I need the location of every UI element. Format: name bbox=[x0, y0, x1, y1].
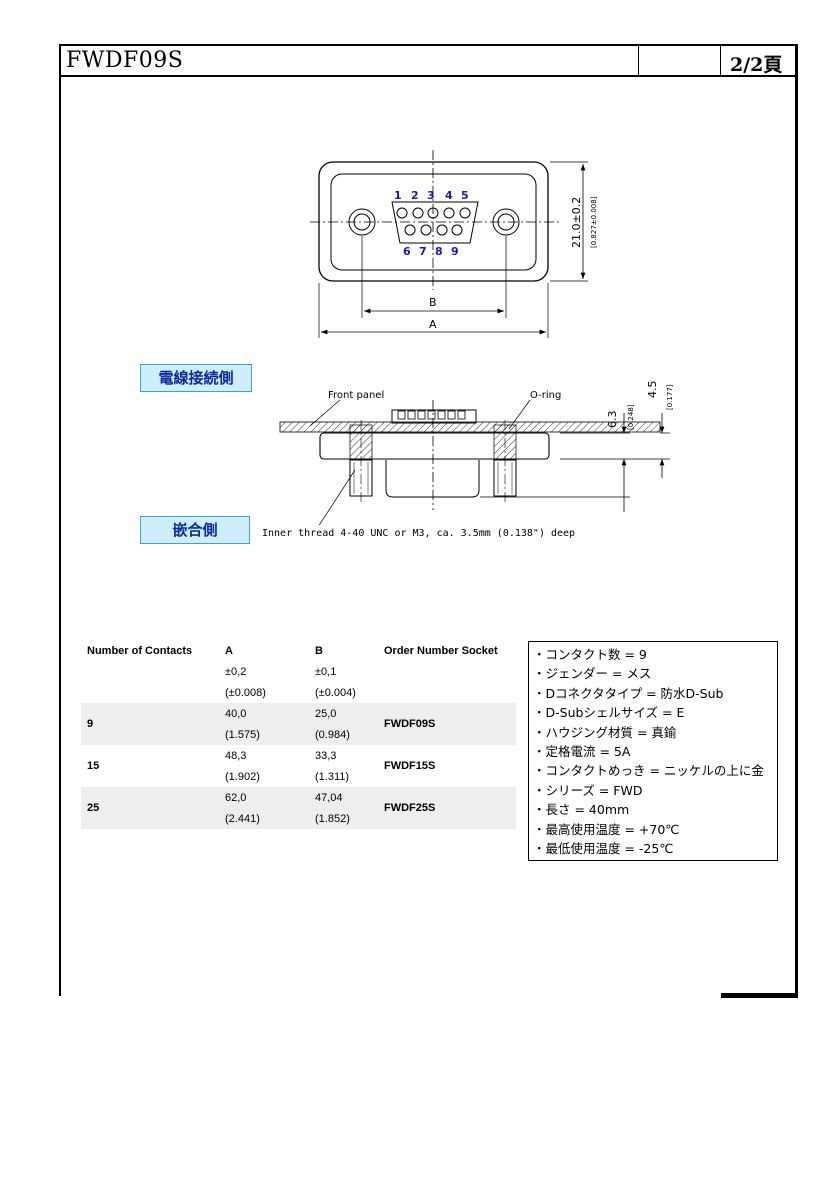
table-header: B bbox=[315, 644, 323, 657]
a-inch-cell: (1.902) bbox=[225, 770, 260, 783]
list-item: ・ハウジング材質 = 真鍮 bbox=[533, 724, 677, 740]
table-header: Order Number Socket bbox=[384, 644, 498, 657]
frame-right-line bbox=[795, 44, 798, 996]
dim-b-label: B bbox=[429, 296, 437, 309]
a-cell: 62,0 bbox=[219, 787, 309, 808]
list-item: ・ジェンダー = メス bbox=[533, 666, 652, 682]
list-item: ・コンタクト数 = 9 bbox=[533, 647, 647, 662]
pin-number: 1 bbox=[394, 189, 402, 202]
b-inch-cell: (0.984) bbox=[309, 724, 378, 745]
table-row: (2.441) (1.852) bbox=[81, 808, 516, 829]
table-cell bbox=[81, 661, 219, 682]
header-cell-divider bbox=[638, 44, 639, 76]
contacts-cell: 15 bbox=[87, 760, 100, 772]
list-item: ・コンタクトめっき = ニッケルの上に金 bbox=[533, 763, 764, 779]
frame-top-line bbox=[59, 44, 796, 46]
wire-side-label: 電線接続側 bbox=[140, 364, 252, 392]
a-inch-cell: (2.441) bbox=[219, 808, 309, 829]
dim-63-label: 6.3 bbox=[606, 411, 619, 429]
list-item: ・D-Subシェルサイズ = E bbox=[533, 705, 685, 721]
list-item: ・定格電流 = 5A bbox=[533, 744, 631, 760]
list-item: ・最高使用温度 = +70℃ bbox=[533, 821, 680, 837]
contacts-cell: 9 bbox=[81, 703, 219, 745]
table-cell bbox=[378, 682, 516, 703]
table-header: Number of Contacts bbox=[87, 644, 193, 657]
order-cell: FWDF25S bbox=[378, 787, 516, 829]
list-item: ・最低使用温度 = -25℃ bbox=[533, 841, 674, 857]
b-cell: 25,0 bbox=[309, 703, 378, 724]
mating-side-label: 嵌合側 bbox=[140, 516, 250, 544]
dim-height-label: 21.0±0.2 bbox=[570, 197, 583, 248]
header-cell-divider bbox=[720, 44, 721, 76]
table-cell: (±0.008) bbox=[225, 686, 266, 699]
b-cell: 33,3 bbox=[315, 749, 337, 762]
pin-number: 8 bbox=[435, 245, 443, 258]
pin-number: 6 bbox=[403, 245, 411, 258]
frame-bottom-bar bbox=[721, 993, 798, 998]
dimension-table: Number of Contacts A B Order Number Sock… bbox=[81, 640, 516, 829]
dim-a-label: A bbox=[429, 318, 437, 331]
side-view-drawing: Front panel O-ring 6.3 [0.248] 4.5 [0.17… bbox=[279, 381, 674, 525]
list-item: ・長さ = 40mm bbox=[533, 802, 630, 818]
b-cell: 47,04 bbox=[309, 787, 378, 808]
table-cell bbox=[81, 682, 219, 703]
pin-number: 2 bbox=[411, 189, 419, 202]
table-cell bbox=[378, 661, 516, 682]
front-view-drawing: B A 21.0±0.2 [0.827±0.008] 1 2 3 4 5 6 7… bbox=[310, 150, 598, 338]
b-inch-cell: (1.852) bbox=[309, 808, 378, 829]
table-header: A bbox=[225, 644, 233, 657]
table-row: (1.575) (0.984) bbox=[81, 724, 516, 745]
table-row: 15 48,3 33,3 FWDF15S bbox=[81, 745, 516, 773]
pin-number: 9 bbox=[451, 245, 459, 258]
a-inch-cell: (1.575) bbox=[219, 724, 309, 745]
contacts-cell: 25 bbox=[81, 787, 219, 829]
order-cell: FWDF15S bbox=[384, 760, 436, 772]
order-cell: FWDF09S bbox=[378, 703, 516, 745]
table-header-row: Number of Contacts A B Order Number Sock… bbox=[81, 640, 516, 661]
dim-height-inch-label: [0.827±0.008] bbox=[590, 196, 598, 248]
front-panel-label: Front panel bbox=[328, 390, 384, 401]
dim-63-inch-label: [0.248] bbox=[627, 404, 635, 430]
table-row: 9 40,0 25,0 FWDF09S bbox=[81, 703, 516, 745]
a-cell: 48,3 bbox=[225, 749, 247, 762]
o-ring-label: O-ring bbox=[530, 390, 561, 401]
b-inch-cell: (1.311) bbox=[315, 770, 350, 783]
table-cell: ±0,2 bbox=[225, 665, 247, 678]
table-row: 25 62,0 47,04 FWDF25S bbox=[81, 787, 516, 829]
table-row: (1.902) (1.311) bbox=[81, 766, 516, 787]
pin-number: 5 bbox=[461, 189, 469, 202]
inner-thread-note: Inner thread 4-40 UNC or M3, ca. 3.5mm (… bbox=[262, 528, 576, 539]
table-cell: ±0,1 bbox=[315, 665, 337, 678]
dim-45-inch-label: [0.177] bbox=[666, 384, 674, 410]
table-cell: (±0.004) bbox=[315, 686, 356, 699]
list-item: ・Dコネクタタイプ = 防水D-Sub bbox=[533, 685, 724, 701]
table-row: (±0.008) (±0.004) bbox=[81, 682, 516, 703]
pin-number: 4 bbox=[445, 189, 453, 202]
dim-45-label: 4.5 bbox=[646, 381, 659, 399]
list-item: ・シリーズ = FWD bbox=[533, 782, 643, 798]
page-number: 2/2頁 bbox=[730, 54, 783, 76]
frame-left-line bbox=[59, 44, 61, 996]
table-row: ±0,2 ±0,1 bbox=[81, 661, 516, 682]
header-divider bbox=[59, 75, 798, 77]
feature-list: ・コンタクト数 = 9 ・ジェンダー = メス ・Dコネクタタイプ = 防水D-… bbox=[528, 641, 778, 861]
pin-number: 3 bbox=[427, 189, 435, 202]
a-cell: 40,0 bbox=[219, 703, 309, 724]
pin-number: 7 bbox=[419, 245, 427, 258]
document-title: FWDF09S bbox=[66, 48, 184, 73]
